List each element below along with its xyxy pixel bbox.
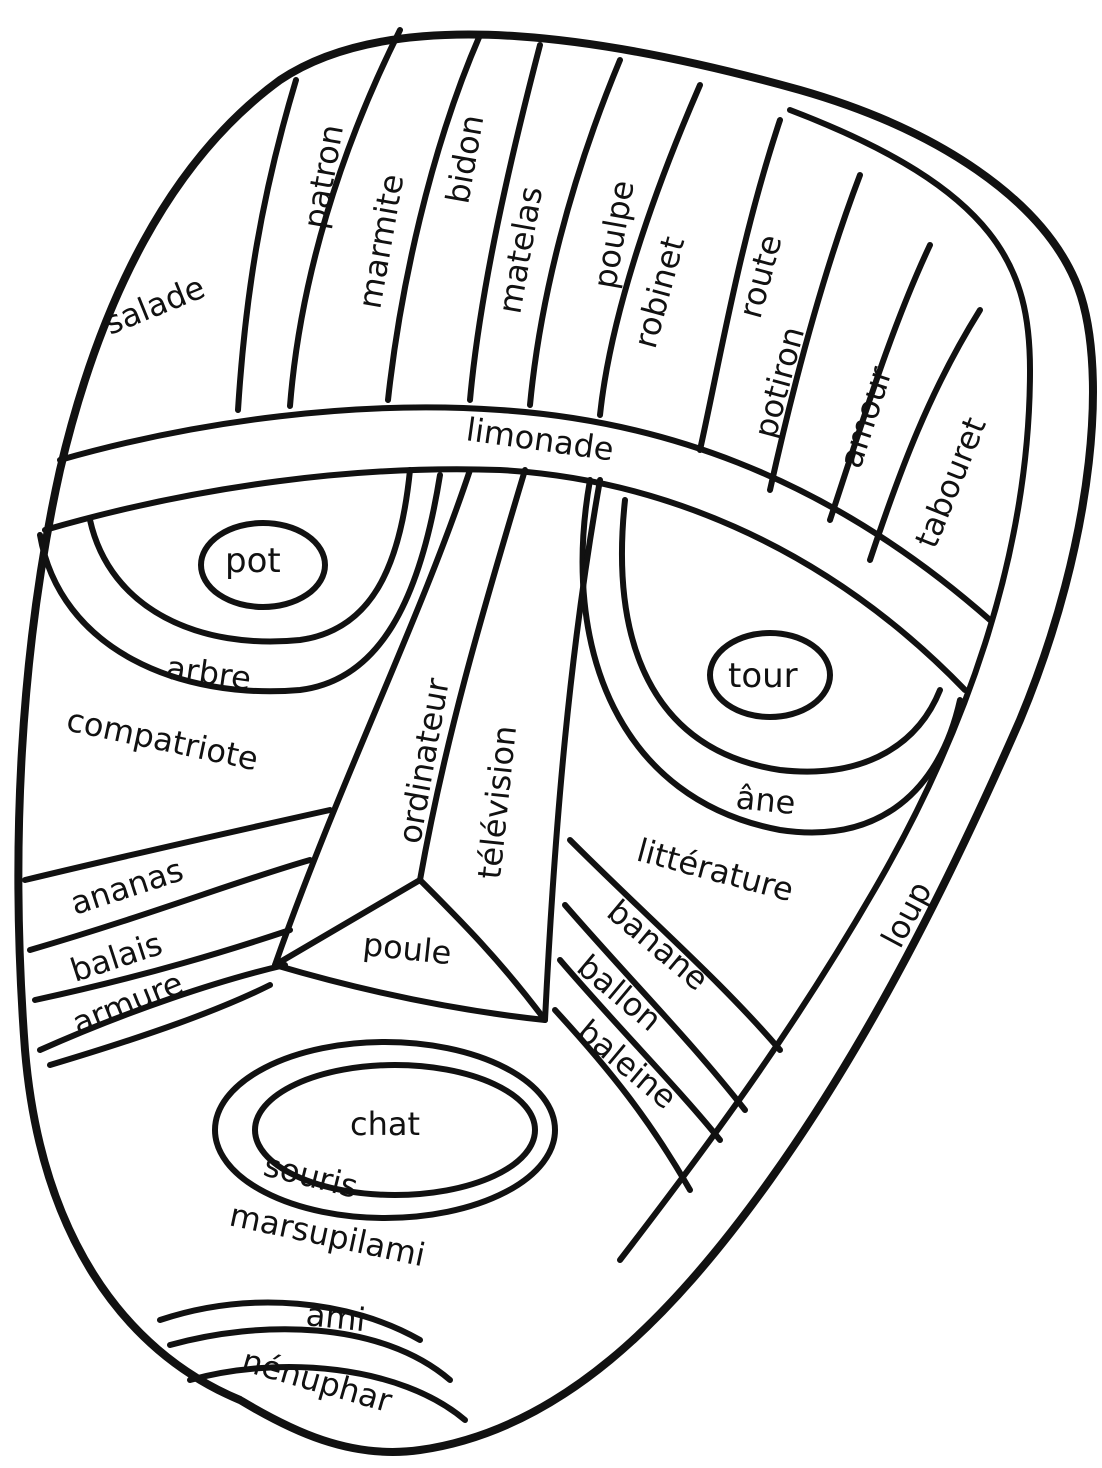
- forehead-stripe-line: [238, 80, 296, 410]
- label-ane: âne: [734, 778, 797, 822]
- label-salade: salade: [99, 268, 210, 342]
- label-patron: patron: [295, 122, 351, 232]
- label-marsupilami: marsupilami: [226, 1196, 428, 1274]
- label-compatriote: compatriote: [63, 701, 261, 779]
- label-poule: poule: [361, 925, 453, 972]
- label-tabouret: tabouret: [907, 412, 994, 553]
- label-amour: amour: [831, 361, 899, 472]
- label-ami: ami: [304, 1295, 367, 1339]
- label-arbre: arbre: [164, 648, 254, 697]
- label-litterature: littérature: [633, 831, 798, 909]
- label-potiron: potiron: [746, 322, 812, 442]
- label-poulpe: poulpe: [585, 177, 641, 291]
- label-baleine: baleine: [570, 1012, 684, 1117]
- label-television: télévision: [470, 724, 524, 881]
- chin-band-line: [160, 1303, 420, 1340]
- label-chat: chat: [350, 1105, 420, 1143]
- label-pot: pot: [225, 541, 281, 581]
- label-tour: tour: [728, 656, 798, 696]
- label-ananas: ananas: [66, 851, 188, 923]
- label-route: route: [731, 231, 790, 323]
